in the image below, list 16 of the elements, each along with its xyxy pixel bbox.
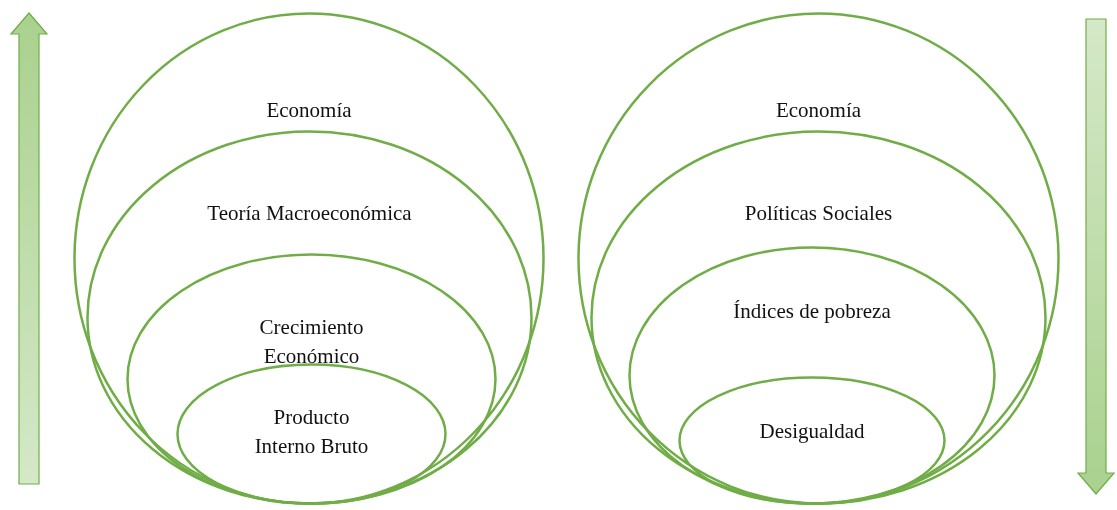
ellipse-label: Producto Interno Bruto [253, 404, 370, 460]
ellipse-label: Economía [774, 97, 863, 124]
ellipse-shape [73, 12, 545, 505]
ellipse-shape [678, 376, 946, 505]
ellipse-label: Índices de pobreza [732, 298, 892, 325]
ellipse-label: Teoría Macroeconómica [206, 200, 413, 227]
ellipse-shape [176, 363, 447, 505]
ellipse-shape [126, 253, 497, 505]
ellipse-label: Políticas Sociales [743, 200, 894, 227]
ellipse-shape [628, 246, 996, 505]
ellipse-label: Desigualdad [758, 418, 866, 445]
ellipse-label: Crecimiento Económico [258, 314, 365, 370]
ellipse-shape [577, 12, 1060, 505]
ellipse-label: Economía [265, 97, 353, 124]
ellipse-shape [590, 130, 1047, 505]
ellipse-shape [86, 130, 533, 505]
